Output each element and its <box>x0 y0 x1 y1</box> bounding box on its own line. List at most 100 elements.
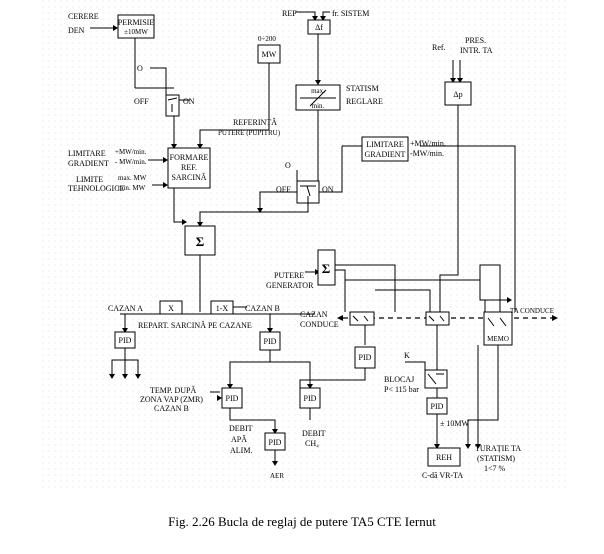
svg-text:LIMITARE: LIMITARE <box>366 140 404 149</box>
svg-text:P< 115 bar: P< 115 bar <box>384 385 419 394</box>
switch-ta-conduce <box>425 311 450 326</box>
svg-text:PID: PID <box>431 402 444 411</box>
svg-text:REPART. SARCINĂ PE CAZANE: REPART. SARCINĂ PE CAZANE <box>138 321 252 330</box>
block-pid-cazan-a: PID <box>114 331 136 349</box>
svg-text:ALIM.: ALIM. <box>230 446 252 455</box>
svg-text:SARCINĂ: SARCINĂ <box>171 173 206 182</box>
block-pid-blocaj: PID <box>426 397 448 415</box>
svg-text:FORMARE: FORMARE <box>170 153 209 162</box>
svg-text:PRES.: PRES. <box>465 36 486 45</box>
svg-text:CAZAN: CAZAN <box>300 310 328 319</box>
dashed-arrow-right <box>552 315 558 321</box>
svg-text:max.: max. <box>311 87 325 95</box>
svg-text:LIMITE: LIMITE <box>76 175 103 184</box>
svg-text:GRADIENT: GRADIENT <box>68 159 109 168</box>
svg-text:ON: ON <box>183 97 195 106</box>
svg-text:+MW/min.: +MW/min. <box>115 148 147 156</box>
svg-text:REFERINȚĂ: REFERINȚĂ <box>233 118 277 128</box>
svg-text:PID: PID <box>226 394 239 403</box>
svg-text:INTR. TA: INTR. TA <box>460 46 493 55</box>
block-reh: REH <box>427 447 461 467</box>
svg-text:CH₄: CH₄ <box>305 439 319 448</box>
figure-caption: Fig. 2.26 Bucla de reglaj de putere TA5 … <box>168 514 436 529</box>
svg-text:CAZAN A: CAZAN A <box>108 304 143 313</box>
svg-text:TURAȚIE TA: TURAȚIE TA <box>475 444 521 454</box>
block-delta-p: Δp <box>444 81 472 106</box>
svg-text:STATISM: STATISM <box>346 84 379 93</box>
svg-text:PID: PID <box>269 438 282 447</box>
svg-text:Δp: Δp <box>453 90 462 99</box>
svg-text:REF: REF <box>282 9 297 18</box>
block-permisie: PERMISIE ±10MW <box>117 14 155 39</box>
dotted-background <box>38 0 566 492</box>
svg-text:PID: PID <box>119 336 132 345</box>
svg-text:CERERE: CERERE <box>68 12 99 21</box>
svg-text:PUTERE (PUPITRU): PUTERE (PUPITRU) <box>218 129 281 137</box>
svg-text:TEMP. DUPĂ: TEMP. DUPĂ <box>150 386 196 395</box>
block-mw: MW <box>257 44 281 64</box>
svg-text:C-dă VR-TA: C-dă VR-TA <box>422 471 463 480</box>
svg-text:GRADIENT: GRADIENT <box>365 150 406 159</box>
block-limitare-gradient-right: LIMITARE GRADIENT <box>361 136 409 162</box>
block-pid-debit-ch4: PID <box>299 387 321 409</box>
svg-text:min. MW: min. MW <box>118 184 146 192</box>
svg-text:PERMISIE: PERMISIE <box>118 18 155 27</box>
svg-text:REF.: REF. <box>181 163 197 172</box>
block-1-x: 1-X <box>210 300 234 315</box>
svg-text:1<7 %: 1<7 % <box>484 464 506 473</box>
svg-text:ON: ON <box>322 185 334 194</box>
svg-text:Σ: Σ <box>322 261 331 276</box>
svg-text:1-X: 1-X <box>216 304 229 313</box>
switch-blocaj <box>424 369 448 389</box>
svg-text:O: O <box>137 64 143 73</box>
svg-text:± 10MW: ± 10MW <box>440 419 470 428</box>
svg-text:TEHNOLOGICE: TEHNOLOGICE <box>68 184 125 193</box>
svg-text:PID: PID <box>359 353 372 362</box>
labels: CERERE DEN REF fr. SISTEM 0÷200 STATISM … <box>68 9 554 480</box>
block-pid-temp: PID <box>221 387 243 409</box>
svg-text:DEN: DEN <box>68 26 85 35</box>
svg-text:TA CONDUCE: TA CONDUCE <box>510 307 554 315</box>
svg-text:GENERATOR: GENERATOR <box>266 281 314 290</box>
block-x: X <box>159 300 183 315</box>
svg-text:Δf: Δf <box>315 23 323 32</box>
svg-text:CONDUCE: CONDUCE <box>300 320 339 329</box>
svg-text:max. MW: max. MW <box>118 174 147 182</box>
svg-text:MW: MW <box>262 50 277 59</box>
svg-text:MEMO: MEMO <box>487 335 509 343</box>
svg-text:K: K <box>404 351 410 360</box>
svg-text:DEBIT: DEBIT <box>302 429 326 438</box>
svg-text:- MW/min.: - MW/min. <box>115 158 147 166</box>
svg-text:min.: min. <box>312 102 325 110</box>
block-pid-cazan-b: PID <box>259 331 281 351</box>
dashed-arrow-left <box>337 315 343 321</box>
svg-text:0÷200: 0÷200 <box>258 35 276 43</box>
svg-text:AER: AER <box>270 472 284 480</box>
block-statism: max. min. <box>295 84 341 111</box>
svg-text:LIMITARE: LIMITARE <box>68 149 106 158</box>
svg-text:REGLARE: REGLARE <box>346 97 383 106</box>
svg-text:BLOCAJ: BLOCAJ <box>384 375 414 384</box>
svg-text:Ref.: Ref. <box>432 43 446 52</box>
block-delta-f: Δf <box>307 19 331 35</box>
svg-text:OFF: OFF <box>276 185 291 194</box>
svg-text:PID: PID <box>304 394 317 403</box>
svg-text:OFF: OFF <box>134 97 149 106</box>
block-sum1: Σ <box>184 225 216 256</box>
svg-text:ZONA VAP (ZMR): ZONA VAP (ZMR) <box>140 395 203 404</box>
svg-text:CAZAN B: CAZAN B <box>245 304 280 313</box>
svg-text:CAZAN B: CAZAN B <box>154 404 189 413</box>
svg-text:DEBIT: DEBIT <box>229 424 253 433</box>
block-formare-ref: FORMARE REF. SARCINĂ <box>167 147 211 189</box>
svg-text:O: O <box>285 161 291 170</box>
svg-text:REH: REH <box>436 453 452 462</box>
switch-statism-mode <box>296 180 320 204</box>
block-sum2: Σ <box>317 249 336 286</box>
switch-ref-mode <box>165 94 180 117</box>
svg-text:-MW/min.: -MW/min. <box>410 149 444 158</box>
block-sum2-source <box>479 264 501 301</box>
svg-text:X: X <box>168 304 174 313</box>
svg-text:(STATISM): (STATISM) <box>477 454 515 463</box>
svg-text:±10MW: ±10MW <box>124 28 148 36</box>
